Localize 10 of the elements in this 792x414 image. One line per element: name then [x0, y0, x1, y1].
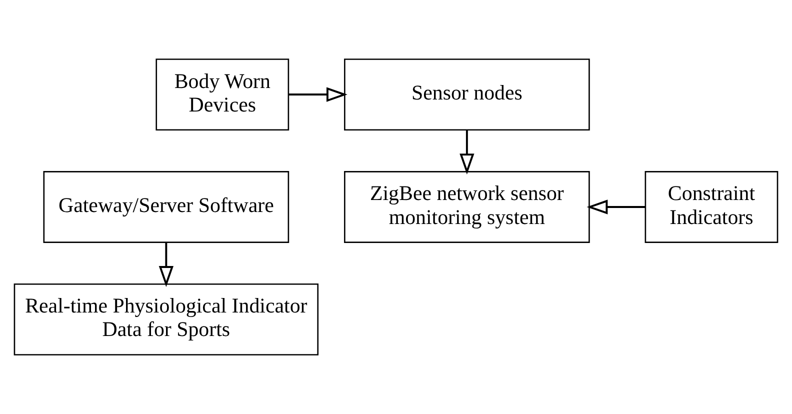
node-box: Sensor nodes [344, 58, 590, 130]
arrow [158, 242, 174, 287]
arrow [586, 200, 646, 214]
node-box: ZigBee network sensor monitoring system [344, 171, 590, 243]
arrow [288, 87, 348, 102]
arrow [460, 130, 474, 175]
node-box: Constraint Indicators [644, 171, 778, 243]
node-box: Real-time Physiological Indicator Data for Sports [14, 284, 319, 356]
node-box: Gateway/Server Software [43, 171, 290, 243]
node-box: Body Worn Devices [156, 58, 290, 130]
